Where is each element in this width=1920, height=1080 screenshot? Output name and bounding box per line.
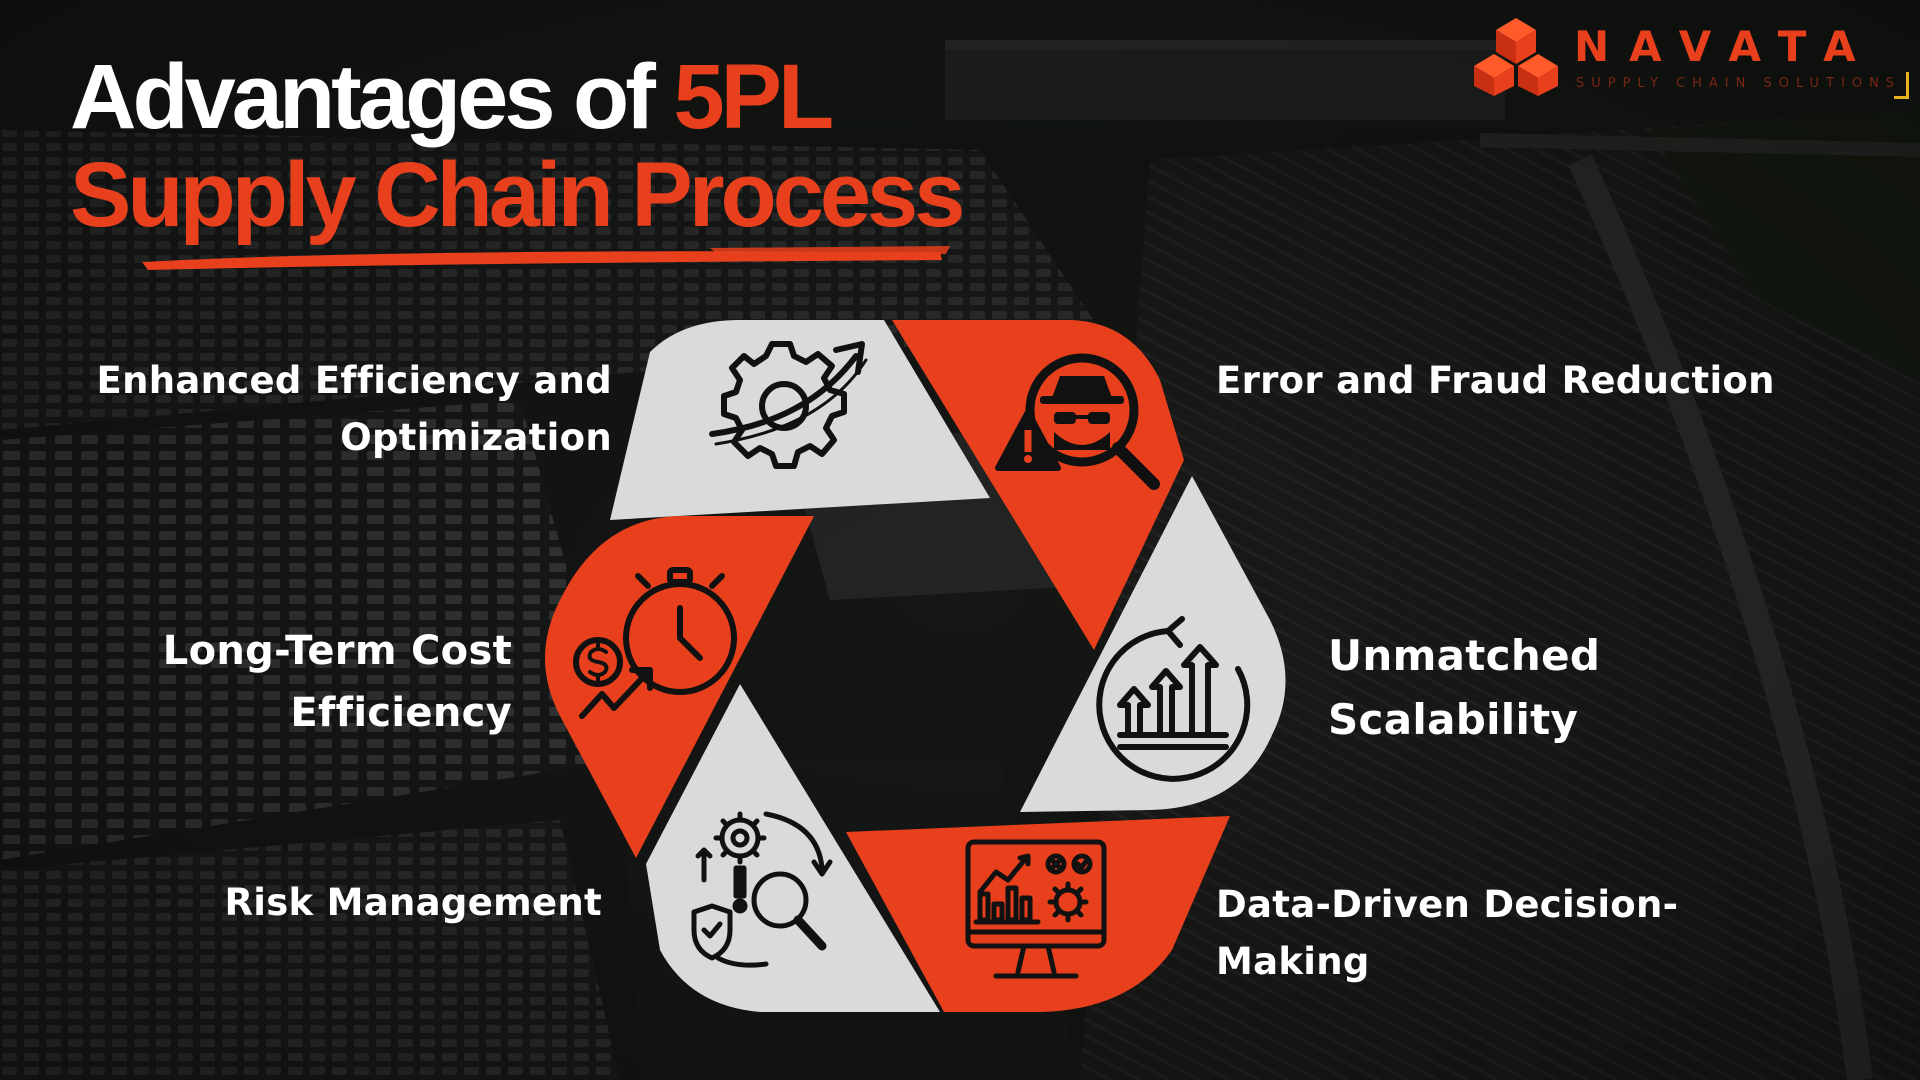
label-data-line-1: Data-Driven Decision- [1216,883,1679,926]
label-scalability-line-1: Unmatched [1328,631,1601,680]
segment-scalability[interactable] [1020,476,1286,812]
label-cost-line-2: Efficiency [290,690,512,736]
stopwatch-dollar-growth-icon [573,567,737,719]
title-accent: 5PL [673,46,834,148]
segment-cost[interactable] [545,516,814,858]
navata-logo[interactable]: NAVATA SUPPLY CHAIN SOLUTIONS [1470,16,1910,116]
label-efficiency-line-2: Optimization [340,416,612,459]
logo-wordmark: NAVATA [1574,22,1876,71]
label-fraud-reduction: Error and Fraud Reduction [1216,352,1816,409]
label-risk-line-1: Risk Management [224,881,602,924]
scalability-growth-arrows-icon [1096,616,1251,782]
logo-tagline: SUPPLY CHAIN SOLUTIONS [1576,76,1902,91]
label-cost-efficiency: Long-Term Cost Efficiency [80,620,512,744]
label-data-line-2: Making [1216,940,1370,983]
label-fraud-line-1: Error and Fraud Reduction [1216,359,1775,402]
label-cost-line-1: Long-Term Cost [162,628,512,674]
title-line-2: Supply Chain Process [70,144,965,246]
label-data-driven: Data-Driven Decision- Making [1216,876,1776,990]
logo-corner-bracket [1894,72,1909,99]
label-risk-management: Risk Management [140,874,602,931]
title-brush-underline [142,246,950,270]
segment-risk[interactable] [646,684,940,1012]
label-scalability-line-2: Scalability [1328,695,1579,744]
label-efficiency: Enhanced Efficiency and Optimization [60,352,612,466]
title-line-1: Advantages of 5PL [70,48,1070,146]
segment-data-driven[interactable] [846,816,1230,1012]
analytics-monitor-icon [965,839,1107,979]
risk-management-cycle-icon [691,811,833,968]
gear-growth-arrow-icon [709,341,868,469]
label-efficiency-line-1: Enhanced Efficiency and [96,359,612,402]
page-title: Advantages of 5PL Supply Chain Process [70,48,1070,244]
title-prefix: Advantages of [70,46,674,148]
label-scalability: Unmatched Scalability [1328,624,1748,752]
navata-logo-mark-icon [1474,18,1558,96]
fraud-detection-magnifier-icon [995,353,1160,490]
